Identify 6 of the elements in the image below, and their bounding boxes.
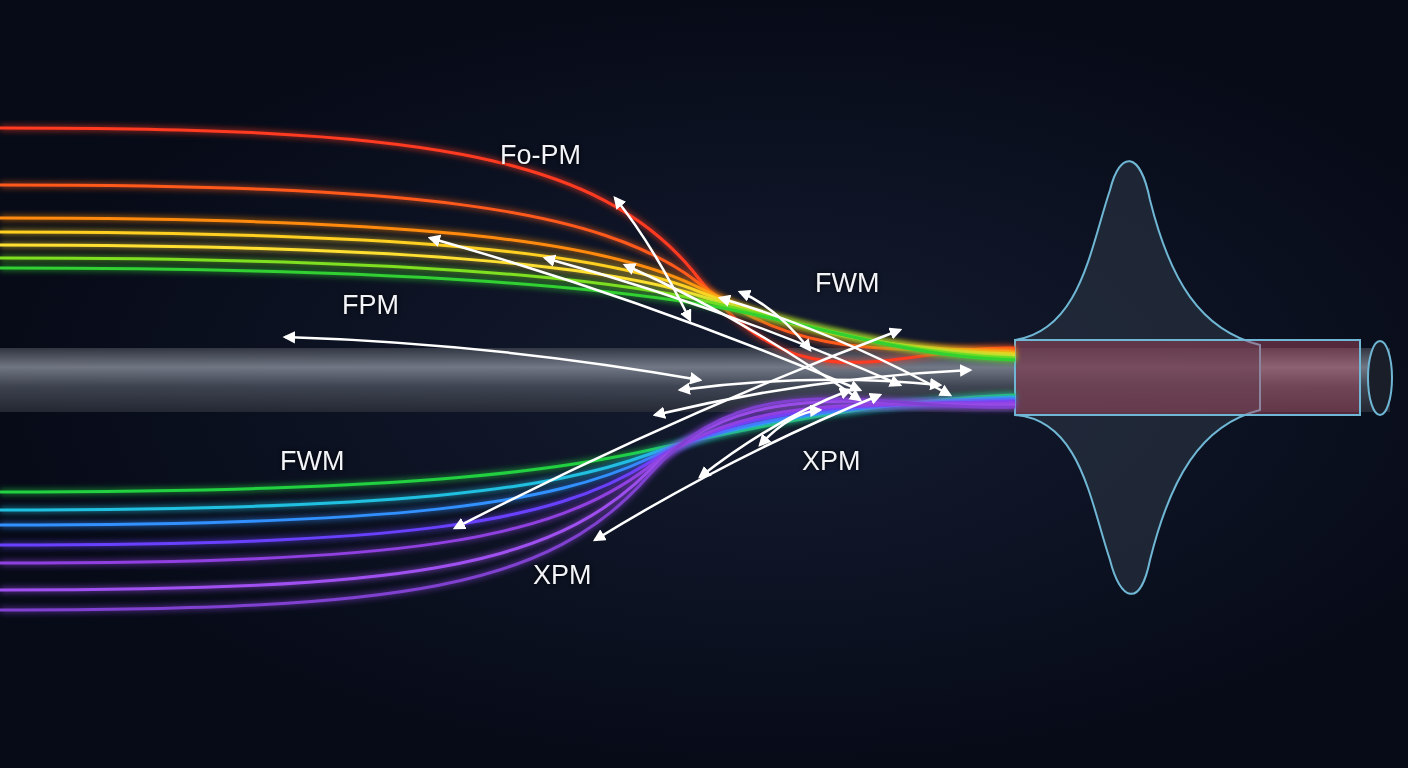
process-label: FPM (342, 290, 399, 321)
process-label: XPM (802, 446, 861, 477)
process-label: XPM (533, 560, 592, 591)
process-label: FWM (815, 268, 880, 299)
process-label: Fo-PM (500, 140, 581, 171)
process-label: FWM (280, 446, 345, 477)
